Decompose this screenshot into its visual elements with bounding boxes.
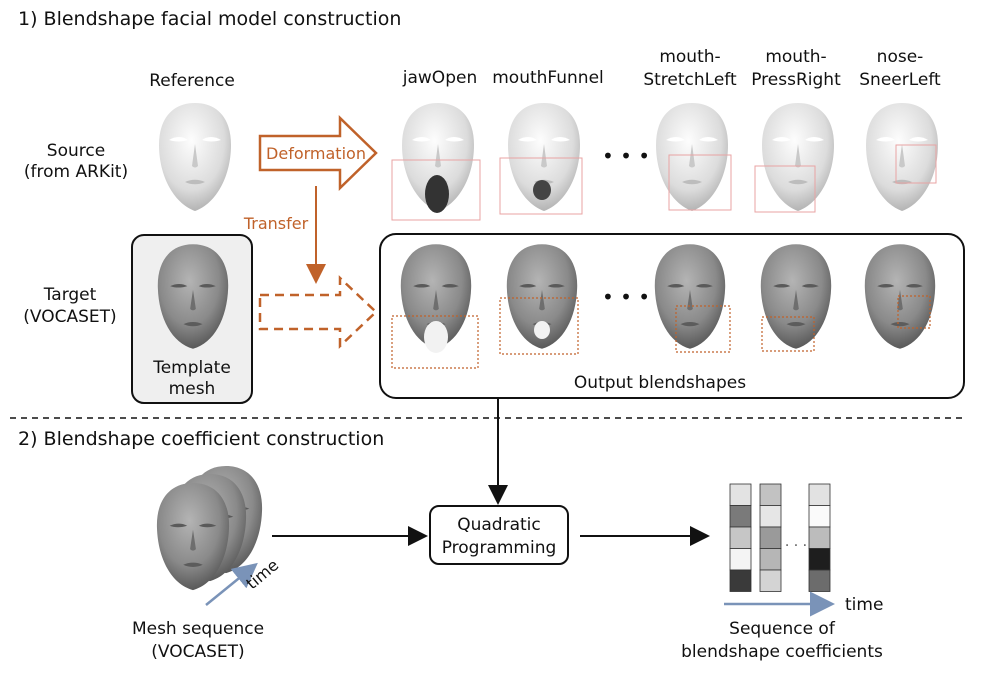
coefficient-cell xyxy=(729,569,752,592)
jawopen-target-region xyxy=(391,315,479,369)
reference-source-face xyxy=(159,103,231,211)
quadratic-programming-box xyxy=(429,505,569,565)
target-sublabel: (VOCASET) xyxy=(23,307,116,327)
section-1-title: 1) Blendshape facial model construction xyxy=(18,8,401,30)
coefficient-cell xyxy=(808,569,831,592)
mesh-time-label: time xyxy=(242,555,282,593)
column-header-mouthfunnel: mouthFunnel xyxy=(492,68,604,88)
source-row-ellipsis: • • • xyxy=(602,144,650,168)
source-face-pressright xyxy=(762,103,834,211)
coefficient-columns xyxy=(729,483,831,592)
stretchleft-target-region xyxy=(675,305,731,353)
qp-label-line2: Programming xyxy=(442,538,557,558)
target-jawopen-mouth xyxy=(424,321,448,353)
template-label-line2: mesh xyxy=(169,379,216,399)
qp-label-line1: Quadratic xyxy=(457,515,541,535)
coefficient-cell xyxy=(808,505,831,528)
reference-label: Reference xyxy=(149,71,235,91)
jawopen-source-region xyxy=(391,159,481,221)
column-header-stretchleft-line2: StretchLeft xyxy=(643,70,737,90)
target-mouthfunnel-mouth xyxy=(534,321,550,339)
source-label: Source xyxy=(47,141,105,161)
column-header-jawopen: jawOpen xyxy=(402,68,477,88)
deformation-label: Deformation xyxy=(266,144,366,163)
coefficient-cell xyxy=(759,526,782,549)
column-header-sneerleft-line2: SneerLeft xyxy=(859,70,941,90)
coefficient-cell xyxy=(808,526,831,549)
column-header-stretchleft-line1: mouth- xyxy=(659,47,720,67)
template-label-line1: Template xyxy=(152,358,231,378)
target-label: Target xyxy=(43,285,97,305)
coefficient-time-label: time xyxy=(845,595,883,615)
source-face-sneerleft xyxy=(866,103,938,211)
source-face-stretchleft xyxy=(656,103,728,211)
coefficient-cell xyxy=(759,505,782,528)
output-blendshapes-label: Output blendshapes xyxy=(574,373,746,393)
mouthfunnel-source-region xyxy=(499,157,583,215)
jawopen-open-mouth xyxy=(425,175,449,213)
mesh-sequence-label: Mesh sequence xyxy=(132,619,264,639)
section-2-title: 2) Blendshape coefficient construction xyxy=(18,428,384,450)
mesh-time-arrow xyxy=(205,562,258,606)
pressright-source-region xyxy=(754,165,816,213)
coefficient-cell xyxy=(759,569,782,592)
sneerleft-target-region xyxy=(897,295,931,329)
column-header-sneerleft-line1: nose- xyxy=(877,47,924,67)
coefficient-cell xyxy=(808,483,831,506)
coefficient-sequence-sublabel: blendshape coefficients xyxy=(681,642,883,662)
source-sublabel: (from ARKit) xyxy=(24,162,128,182)
column-header-pressright-line2: PressRight xyxy=(751,70,841,90)
mesh-sequence-sublabel: (VOCASET) xyxy=(151,642,244,662)
sneerleft-source-region xyxy=(895,144,937,184)
coefficient-cell xyxy=(808,548,831,571)
coefficient-cell xyxy=(729,483,752,506)
coefficient-cell xyxy=(759,548,782,571)
target-row-ellipsis: • • • xyxy=(602,285,650,309)
mouthfunnel-mouth xyxy=(533,180,551,200)
coefficient-sequence-label: Sequence of xyxy=(729,619,836,639)
column-header-pressright-line1: mouth- xyxy=(765,47,826,67)
coefficient-cell xyxy=(729,505,752,528)
mouthfunnel-target-region xyxy=(499,297,579,355)
dashed-transfer-arrow xyxy=(258,275,378,349)
coefficient-cell xyxy=(729,548,752,571)
coefficient-cell xyxy=(759,483,782,506)
deformation-arrow xyxy=(258,115,378,191)
transfer-label: Transfer xyxy=(243,214,309,233)
transfer-label-bg xyxy=(240,212,312,234)
coefficient-ellipsis: · · · xyxy=(785,538,807,554)
stretchleft-source-region xyxy=(668,154,732,211)
coefficient-cell xyxy=(729,526,752,549)
pressright-target-region xyxy=(761,316,815,352)
